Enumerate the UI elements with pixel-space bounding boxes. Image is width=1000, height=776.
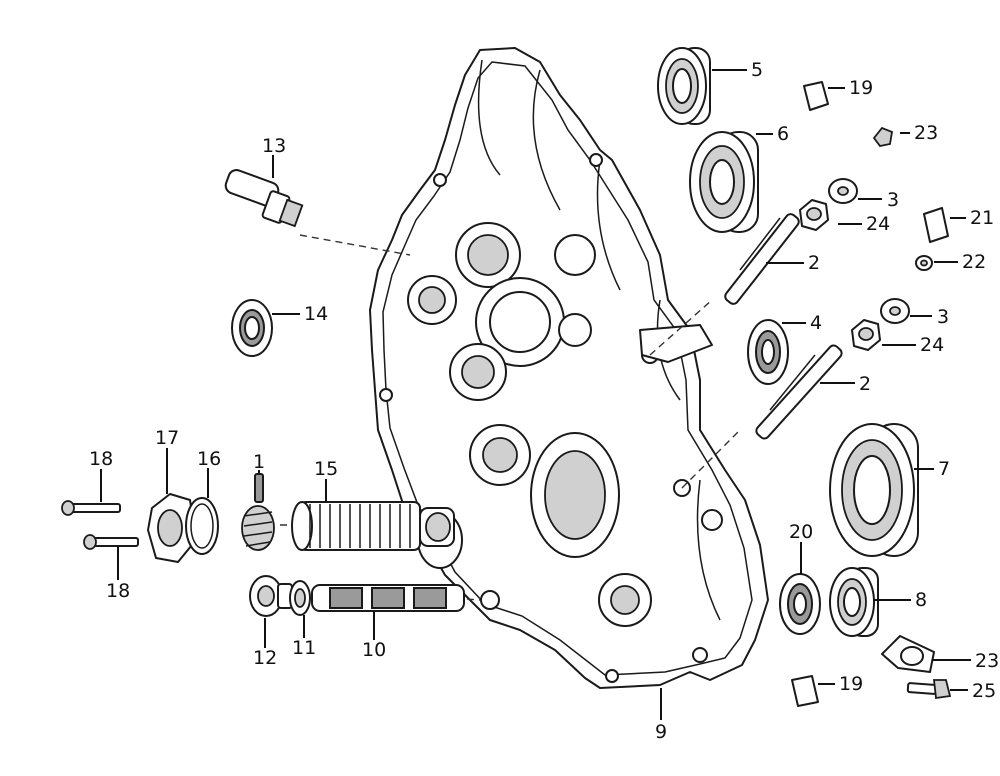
part-23-plug-upper: [872, 126, 894, 147]
part-20-oil-seal: [779, 573, 821, 635]
callout-5: 5: [751, 59, 763, 81]
leader-lines: [100, 69, 971, 720]
part-3-washer-lower: [880, 298, 910, 324]
callout-3: 3: [937, 306, 949, 328]
callout-3: 3: [887, 189, 899, 211]
part-14-oil-seal: [231, 299, 273, 357]
part-19-dowel-lower: [791, 675, 819, 707]
callout-7: 7: [938, 458, 950, 480]
guide-line: [681, 429, 741, 489]
callout-1: 1: [253, 451, 265, 473]
part-11-o-ring: [289, 580, 311, 616]
part-10-strainer: [311, 584, 465, 612]
callout-10: 10: [362, 639, 386, 661]
callout-11: 11: [292, 637, 316, 659]
part-2-stud-lower: [755, 344, 843, 440]
callout-23: 23: [975, 650, 999, 672]
part-15-oil-filter: [291, 501, 455, 551]
callout-19: 19: [849, 77, 873, 99]
callout-25: 25: [972, 680, 996, 702]
part-16-o-ring: [185, 497, 219, 555]
part-25-bolt: [906, 679, 952, 700]
callout-6: 6: [777, 123, 789, 145]
part-19-dowel-upper: [803, 81, 829, 111]
callout-8: 8: [915, 589, 927, 611]
part-5-bearing: [657, 47, 711, 125]
part-18-bolt-upper: [61, 500, 121, 516]
part-23-gasket-plate: [881, 635, 935, 673]
part-24-nut-upper: [799, 199, 829, 231]
callout-21: 21: [970, 207, 994, 229]
part-24-nut-lower: [851, 319, 881, 351]
callout-23: 23: [914, 122, 938, 144]
callout-18: 18: [106, 580, 130, 602]
callout-4: 4: [810, 312, 822, 334]
callout-2: 2: [859, 373, 871, 395]
guide-line: [649, 299, 713, 356]
callout-22: 22: [962, 251, 986, 273]
part-4-oil-seal: [747, 319, 789, 385]
callout-13: 13: [262, 135, 286, 157]
callout-16: 16: [197, 448, 221, 470]
part-18-bolt-lower: [83, 534, 139, 550]
guide-line: [299, 234, 411, 256]
part-3-washer-upper: [828, 178, 858, 204]
part-7-bearing: [829, 423, 919, 557]
part-6-bearing: [689, 131, 759, 233]
part-22-washer: [915, 255, 933, 271]
part-8-bearing: [829, 567, 879, 637]
callout-24: 24: [920, 334, 944, 356]
part-1-spring: [241, 473, 275, 551]
callout-19: 19: [839, 673, 863, 695]
callout-24: 24: [866, 213, 890, 235]
callout-9: 9: [655, 721, 667, 743]
callout-labels: 13 5 19 23 6 3 24 21 22 2 14 4 3 24 2 7 …: [89, 59, 999, 743]
part-21-dowel: [923, 207, 949, 243]
callout-12: 12: [253, 647, 277, 669]
callout-15: 15: [314, 458, 338, 480]
callout-14: 14: [304, 303, 328, 325]
callout-17: 17: [155, 427, 179, 449]
part-12-plug: [249, 575, 293, 617]
part-17-cover: [147, 493, 197, 563]
part-13-sensor: [224, 169, 304, 228]
callout-20: 20: [789, 521, 813, 543]
callout-2: 2: [808, 252, 820, 274]
crankcase-half: [369, 47, 769, 689]
callout-18: 18: [89, 448, 113, 470]
